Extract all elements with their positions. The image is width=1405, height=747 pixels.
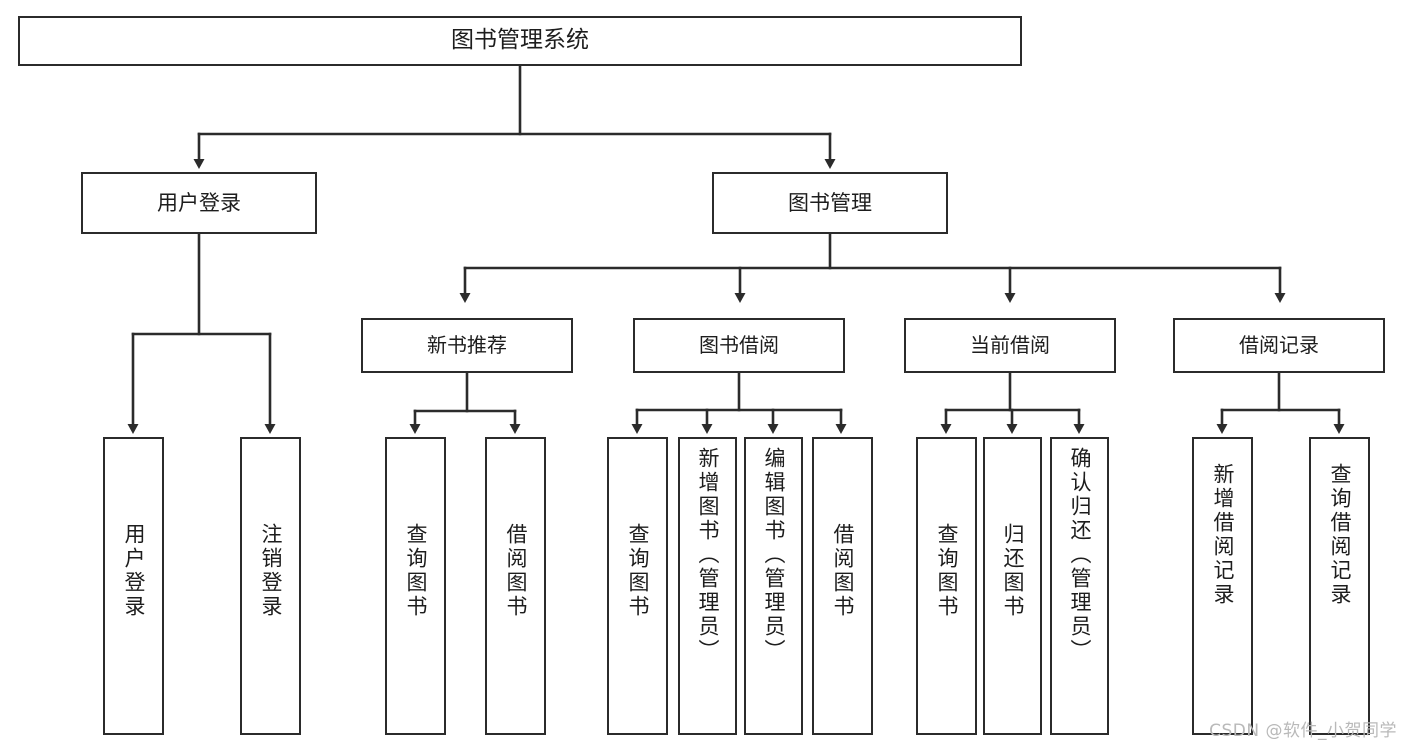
node-root-label: 图书管理系统 — [451, 27, 589, 54]
leaf-query-book-2-label: 查询图书 — [626, 523, 650, 619]
node-current-borrow[interactable]: 当前借阅 — [904, 318, 1116, 373]
leaf-add-record[interactable]: 新增借阅记录 — [1192, 437, 1253, 735]
leaf-user-login[interactable]: 用户登录 — [103, 437, 164, 735]
leaf-add-book[interactable]: 新增图书（管理员） — [678, 437, 737, 735]
leaf-borrow-book-2[interactable]: 借阅图书 — [812, 437, 873, 735]
leaf-query-book-1-label: 查询图书 — [404, 523, 428, 619]
node-user-login[interactable]: 用户登录 — [81, 172, 317, 234]
node-book-borrow[interactable]: 图书借阅 — [633, 318, 845, 373]
leaf-borrow-book-1[interactable]: 借阅图书 — [485, 437, 546, 735]
leaf-query-book-3[interactable]: 查询图书 — [916, 437, 977, 735]
leaf-borrow-book-1-label: 借阅图书 — [504, 523, 528, 619]
leaf-query-record-label: 查询借阅记录 — [1328, 463, 1352, 607]
leaf-add-record-label: 新增借阅记录 — [1211, 463, 1235, 607]
leaf-edit-book[interactable]: 编辑图书（管理员） — [744, 437, 803, 735]
node-borrow-record-label: 借阅记录 — [1239, 332, 1319, 357]
node-new-book-recommend[interactable]: 新书推荐 — [361, 318, 573, 373]
leaf-return-book[interactable]: 归还图书 — [983, 437, 1042, 735]
node-root[interactable]: 图书管理系统 — [18, 16, 1022, 66]
node-book-manage[interactable]: 图书管理 — [712, 172, 948, 234]
node-current-borrow-label: 当前借阅 — [970, 332, 1050, 357]
node-book-borrow-label: 图书借阅 — [699, 332, 779, 357]
leaf-confirm-return[interactable]: 确认归还（管理员） — [1050, 437, 1109, 735]
node-user-login-label: 用户登录 — [157, 190, 241, 215]
leaf-edit-book-label: 编辑图书（管理员） — [762, 447, 786, 663]
leaf-query-book-3-label: 查询图书 — [935, 523, 959, 619]
watermark: CSDN @软件_小贺同学 — [1209, 721, 1397, 741]
node-book-manage-label: 图书管理 — [788, 190, 872, 215]
node-new-book-recommend-label: 新书推荐 — [427, 332, 507, 357]
leaf-return-book-label: 归还图书 — [1001, 523, 1025, 619]
leaf-logout-login-label: 注销登录 — [259, 523, 283, 619]
leaf-confirm-return-label: 确认归还（管理员） — [1068, 447, 1092, 663]
node-borrow-record[interactable]: 借阅记录 — [1173, 318, 1385, 373]
leaf-query-book-1[interactable]: 查询图书 — [385, 437, 446, 735]
leaf-logout-login[interactable]: 注销登录 — [240, 437, 301, 735]
leaf-add-book-label: 新增图书（管理员） — [696, 447, 720, 663]
leaf-query-book-2[interactable]: 查询图书 — [607, 437, 668, 735]
leaf-query-record[interactable]: 查询借阅记录 — [1309, 437, 1370, 735]
leaf-borrow-book-2-label: 借阅图书 — [831, 523, 855, 619]
leaf-user-login-label: 用户登录 — [122, 523, 146, 619]
